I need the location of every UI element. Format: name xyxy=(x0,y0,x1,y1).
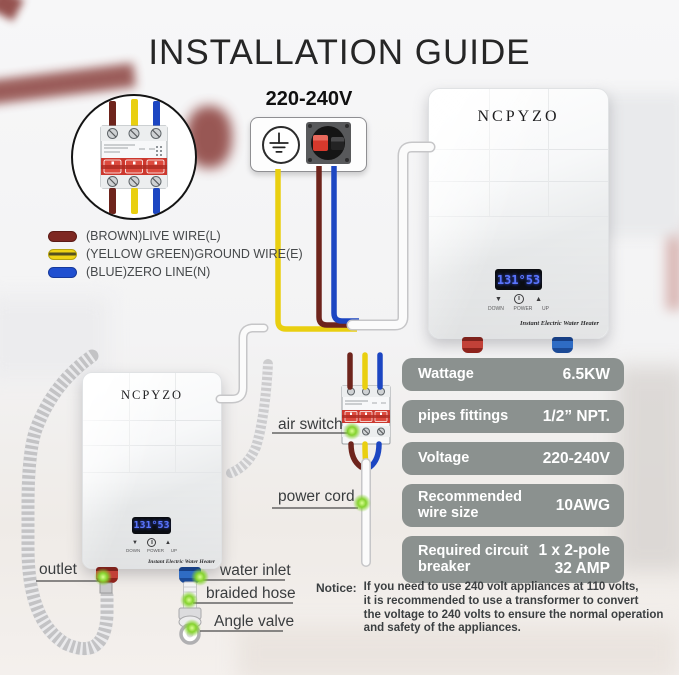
voltage-label: 220-240V xyxy=(265,88,353,110)
red-terminal-clip xyxy=(313,135,328,151)
live-wire-swatch xyxy=(48,230,77,242)
heater-tagline: Instant Electric Water Heater xyxy=(519,320,599,327)
page-title: INSTALLATION GUIDE xyxy=(148,33,531,72)
spec-row-wattage: Wattage 6.5KW xyxy=(402,358,624,391)
spec-row-pipes: pipes fittings 1/2” NPT. xyxy=(402,400,624,433)
temperature-display: 131°53 xyxy=(132,517,171,534)
brand-logo: NCPYZO xyxy=(120,388,183,402)
power-socket-icon xyxy=(306,122,351,164)
heater-tagline: Instant Electric Water Heater xyxy=(148,559,215,565)
spec-row-voltage: Voltage 220-240V xyxy=(402,442,624,475)
ground-wire-swatch xyxy=(48,248,77,260)
air-switch-label: air switch xyxy=(278,416,343,433)
background-hose xyxy=(226,359,273,478)
power-icon xyxy=(147,538,156,547)
control-buttons: ▼ ▲ xyxy=(132,538,171,547)
control-buttons: ▼ ▲ xyxy=(495,294,542,304)
black-terminal-clip xyxy=(331,137,344,150)
notice-block: Notice: If you need to use 240 volt appl… xyxy=(316,581,666,636)
angle-valve-label: Angle valve xyxy=(214,613,295,630)
shower-hose xyxy=(21,349,114,655)
power-icon xyxy=(513,294,524,304)
down-arrow-icon: ▼ xyxy=(495,295,502,303)
supply-wires xyxy=(275,166,359,332)
up-arrow-icon: ▲ xyxy=(165,539,171,546)
wall-outlet-plate xyxy=(250,117,367,172)
legend-item-zero: (BLUE)ZERO LINE(N) xyxy=(48,265,303,279)
spec-row-breaker: Required circuit breaker 1 x 2-pole 32 A… xyxy=(402,536,624,584)
braided-hose-label: braided hose xyxy=(206,585,296,602)
down-arrow-icon: ▼ xyxy=(132,539,138,546)
water-heater-bottom: NCPYZO 131°53 ▼ ▲ DOWN POWER UP Instant … xyxy=(82,372,222,583)
zero-wire-swatch xyxy=(48,266,77,278)
power-cord-top xyxy=(346,141,436,331)
water-heater-top: NCPYZO 131°53 ▼ ▲ DOWN POWER UP Instant … xyxy=(428,88,609,353)
spec-table: Wattage 6.5KW pipes fittings 1/2” NPT. V… xyxy=(402,358,624,592)
button-labels: DOWN POWER UP xyxy=(126,548,177,553)
legend-item-live: (BROWN)LIVE WIRE(L) xyxy=(48,229,303,243)
power-cord-label: power cord xyxy=(278,488,355,505)
cold-water-port xyxy=(552,337,573,353)
brand-logo: NCPYZO xyxy=(477,108,560,125)
hot-water-port xyxy=(462,337,483,353)
spec-row-wire-size: Recommended wire size 10AWG xyxy=(402,484,624,528)
display-digits: 131°53 xyxy=(496,272,541,287)
water-inlet-label: water inlet xyxy=(220,562,291,579)
display-digits: 131°53 xyxy=(133,520,170,531)
outlet-label: outlet xyxy=(39,561,77,578)
button-labels: DOWN POWER UP xyxy=(488,306,549,312)
up-arrow-icon: ▲ xyxy=(535,295,542,303)
legend-item-ground: (YELLOW GREEN)GROUND WIRE(E) xyxy=(48,247,303,261)
temperature-display: 131°53 xyxy=(495,269,542,290)
wire-color-legend: (BROWN)LIVE WIRE(L) (YELLOW GREEN)GROUND… xyxy=(48,229,303,284)
notice-label: Notice: xyxy=(316,581,357,595)
power-cord-bottom-heater xyxy=(215,323,269,404)
air-switch-wires xyxy=(347,352,383,470)
ground-terminal-icon xyxy=(262,126,300,164)
highlight-dots xyxy=(94,422,371,637)
circuit-breaker-illustration xyxy=(100,99,168,214)
notice-text: If you need to use 240 volt appliances a… xyxy=(363,581,664,635)
